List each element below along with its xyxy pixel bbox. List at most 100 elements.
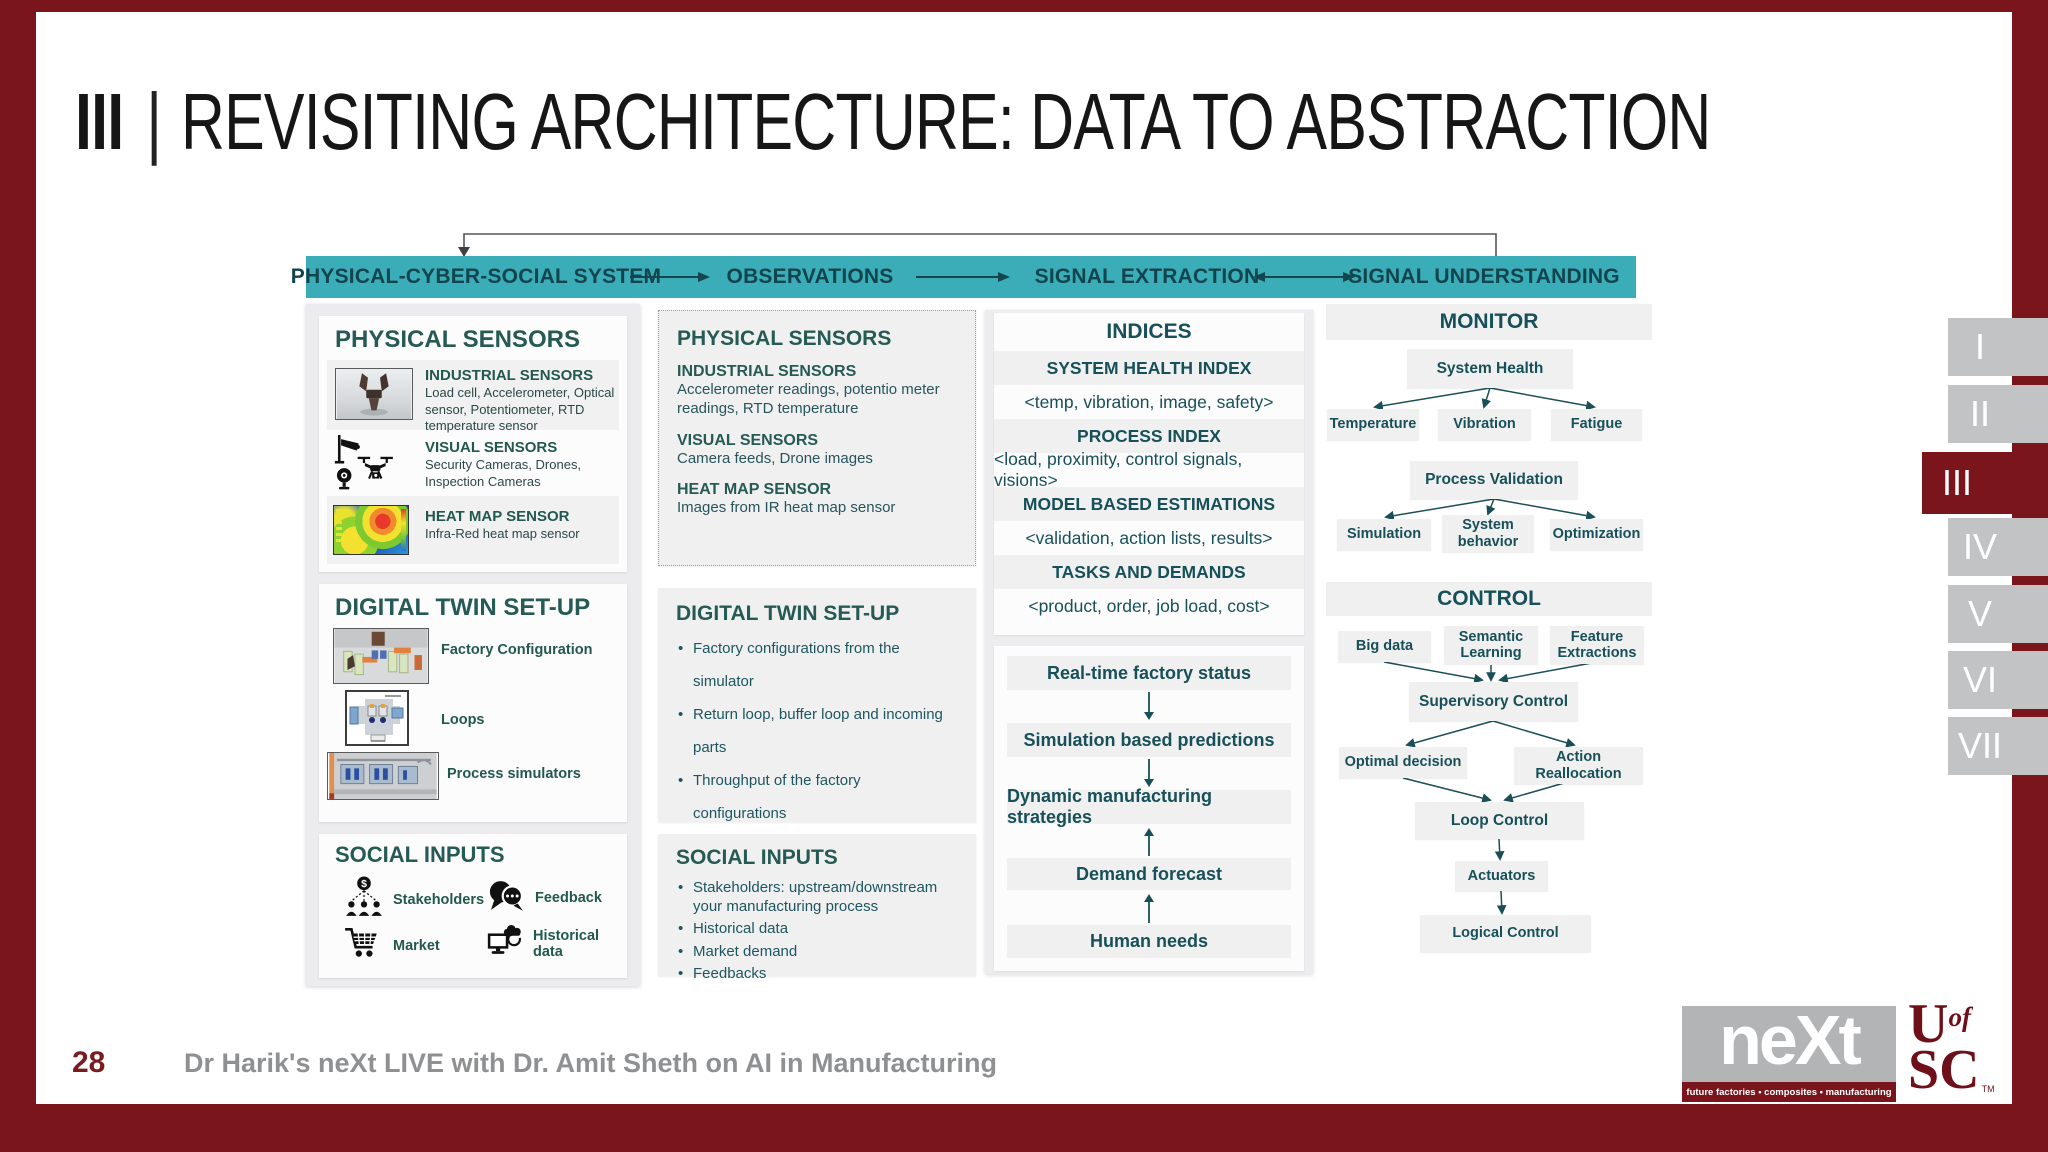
webcam-icon [336, 468, 352, 490]
panel-heading: DIGITAL TWIN SET-UP [676, 602, 900, 625]
panel-status-flow: Real-time factory status Simulation base… [994, 646, 1304, 971]
uofsc-u: U [1908, 993, 1949, 1055]
slide-border-top [0, 0, 2048, 12]
panel-heading: PHYSICAL SENSORS [677, 327, 892, 350]
flow-step: Simulation based predictions [1007, 723, 1291, 757]
sensor-row-visual: VISUAL SENSORS Security Cameras, Drones,… [327, 432, 619, 494]
loops-schematic [345, 690, 409, 746]
panel-social-inputs: SOCIAL INPUTS $ Stakeholders [319, 834, 627, 978]
social-item-label: Market [393, 938, 440, 954]
historical-data-icon [487, 925, 521, 954]
pipeline-stage-observations: OBSERVATIONS [726, 265, 894, 288]
tree-node: Actuators [1455, 861, 1548, 891]
bullet-item: Return loop, buffer loop and incoming pa… [676, 698, 958, 764]
panel-heading: SOCIAL INPUTS [335, 842, 505, 867]
drone-icon [357, 456, 393, 479]
indices-rows: SYSTEM HEALTH INDEX <temp, vibration, im… [994, 351, 1304, 623]
process-simulators-photo [327, 752, 439, 800]
sidebar-tab-vii[interactable]: VII [1948, 717, 2048, 775]
index-detail: <product, order, job load, cost> [1028, 595, 1270, 616]
obs-title: HEAT MAP SENSOR [677, 481, 832, 499]
control-header: CONTROL [1326, 582, 1652, 616]
panel-indices: INDICES SYSTEM HEALTH INDEX <temp, vibra… [994, 313, 1304, 635]
pipeline-stage-signal-extraction: SIGNAL EXTRACTION [1034, 265, 1260, 288]
column-physical-cyber-social: PHYSICAL SENSORS INDUSTRIAL SENSORS Load… [306, 304, 640, 986]
slide-border-left [0, 12, 36, 1104]
social-item-label: Feedback [535, 890, 602, 906]
sidebar-tab-ii[interactable]: II [1948, 385, 2048, 443]
svg-text:$: $ [361, 878, 367, 890]
footer-caption: Dr Harik's neXt LIVE with Dr. Amit Sheth… [184, 1048, 997, 1078]
sensor-desc: Load cell, Accelerometer, Optical sensor… [425, 385, 615, 434]
social-item-label: Historical data [533, 928, 600, 960]
panel-digital-twin-obs: DIGITAL TWIN SET-UP Factory configuratio… [658, 588, 976, 822]
right-arrow-icon [916, 272, 1010, 282]
sidebar-tab-v[interactable]: V [1948, 585, 2048, 643]
sensor-row-industrial: INDUSTRIAL SENSORS Load cell, Accelerome… [327, 360, 619, 433]
obs-item: INDUSTRIAL SENSORS Accelerometer reading… [677, 363, 957, 419]
tree-node: Supervisory Control [1409, 682, 1578, 721]
up-arrow-icon [1144, 828, 1154, 856]
twin-item-label: Factory Configuration [441, 642, 593, 658]
tree-node: Loop Control [1415, 802, 1584, 839]
down-arrow-icon [1144, 692, 1154, 720]
thermal-ticks [336, 509, 342, 542]
sensor-text: HEAT MAP SENSOR Infra-Red heat map senso… [425, 508, 615, 543]
obs-desc: Camera feeds, Drone images [677, 449, 873, 467]
tab-label: VII [1957, 725, 2002, 766]
bullet-item: Throughput of the factory configurations [676, 764, 958, 830]
tree-node: Optimization [1550, 519, 1643, 550]
obs-desc: Accelerometer readings, potentio meter r… [677, 381, 940, 417]
tree-node: Temperature [1327, 409, 1419, 440]
sidebar-tab-vi[interactable]: VI [1948, 651, 2048, 709]
visual-sensor-icons [334, 435, 393, 490]
security-camera-icon [334, 435, 360, 464]
right-arrow-icon [630, 272, 710, 282]
sensor-desc: Infra-Red heat map sensor [425, 526, 580, 541]
obs-item: VISUAL SENSORS Camera feeds, Drone image… [677, 432, 957, 469]
sensor-title: INDUSTRIAL SENSORS [425, 367, 594, 384]
flow-step: Dynamic manufacturing strategies [1007, 786, 1291, 827]
panel-heading: DIGITAL TWIN SET-UP [335, 594, 591, 621]
factory-configuration-photo [333, 628, 429, 684]
tab-label: II [1969, 393, 1990, 434]
next-wordmark: neXt [1719, 1000, 1862, 1079]
uofsc-logo: U of SC TM [1908, 993, 2012, 1102]
flow-step: Human needs [1007, 925, 1291, 958]
tree-node: Simulation [1337, 519, 1431, 550]
tree-node: Semantic Learning [1444, 626, 1538, 664]
pipeline-bar: PHYSICAL-CYBER-SOCIAL SYSTEM OBSERVATION… [291, 256, 1636, 298]
index-detail: <validation, action lists, results> [1025, 527, 1273, 548]
sidebar-tab-iv[interactable]: IV [1948, 518, 2048, 576]
pipeline-stage-signal-understanding: SIGNAL UNDERSTANDING [1348, 265, 1620, 288]
sensor-row-heatmap: HEAT MAP SENSOR Infra-Red heat map senso… [327, 496, 619, 564]
uofsc-tm: TM [1981, 1084, 1995, 1095]
sensor-text: INDUSTRIAL SENSORS Load cell, Accelerome… [425, 367, 615, 435]
panel-physical-sensors-obs: PHYSICAL SENSORS INDUSTRIAL SENSORS Acce… [658, 310, 976, 566]
panel-heading: INDICES [1106, 320, 1192, 343]
social-bullet-list: Stakeholders: upstream/downstream your m… [676, 878, 958, 983]
tab-label: III [1942, 462, 1973, 503]
uofsc-of: of [1948, 1002, 1971, 1032]
index-title: PROCESS INDEX [994, 419, 1304, 453]
market-cart-icon [345, 927, 377, 957]
obs-title: INDUSTRIAL SENSORS [677, 363, 857, 380]
index-title: MODEL BASED ESTIMATIONS [994, 487, 1304, 521]
sidebar-tab-i[interactable]: I [1948, 318, 2048, 376]
flow-step: Demand forecast [1007, 858, 1291, 890]
slide-border-bottom [0, 1104, 2048, 1152]
tree-node: Action Reallocation [1514, 747, 1643, 784]
feedback-icon [489, 881, 523, 911]
index-title: SYSTEM HEALTH INDEX [994, 351, 1304, 385]
sensor-desc: Security Cameras, Drones, Inspection Cam… [425, 457, 582, 489]
tree-connectors [1373, 387, 1598, 915]
tab-label: V [1967, 593, 1992, 634]
title-section-number: III [75, 77, 124, 166]
sidebar-tab-iii-active[interactable]: III [1922, 452, 2048, 514]
tree-node: Vibration [1438, 409, 1531, 440]
obs-desc: Images from IR heat map sensor [677, 499, 896, 517]
panel-heading: PHYSICAL SENSORS [335, 326, 580, 353]
panel-physical-sensors: PHYSICAL SENSORS INDUSTRIAL SENSORS Load… [319, 316, 627, 572]
tree-node: Feature Extractions [1550, 626, 1644, 664]
